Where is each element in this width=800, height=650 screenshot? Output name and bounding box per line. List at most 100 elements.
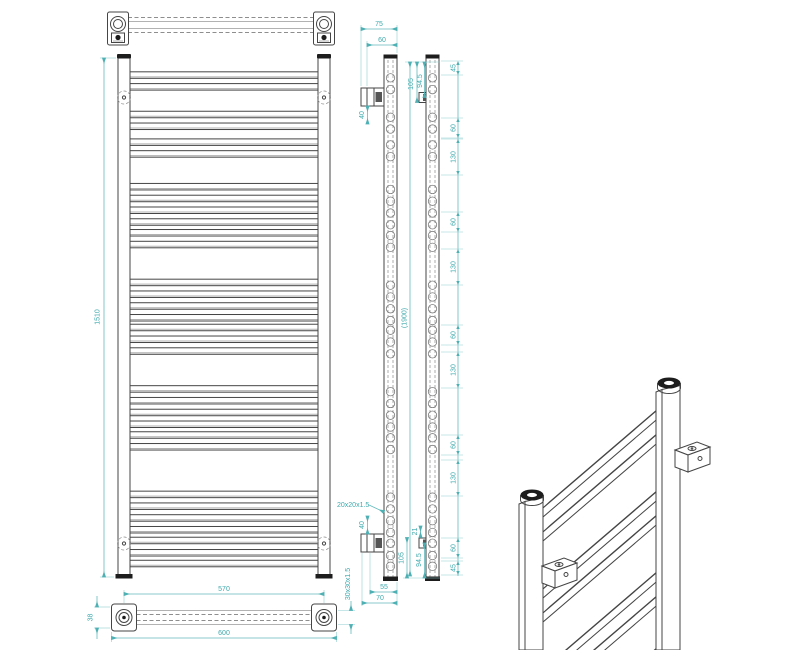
rung-section-circle (427, 444, 438, 455)
rung-spacing-dim-label: 130 (451, 472, 458, 484)
rung-section-circle (427, 73, 438, 83)
front-mount-holes (117, 90, 331, 551)
dim-arrow (456, 281, 460, 285)
side-a-bottom-bracket-offset: 40 (359, 515, 370, 535)
dim-arrow (456, 492, 460, 496)
dim-arrow (456, 118, 460, 122)
rung (129, 182, 319, 191)
rung-section-circle (427, 410, 438, 420)
dim-label-1510: 1510 (95, 309, 102, 325)
rung (129, 194, 319, 203)
rung (129, 110, 319, 119)
rung-section-circle (427, 230, 438, 241)
rung-spacing-dim-label: 45 (451, 564, 458, 572)
dim-label-105-top: 105 (408, 78, 415, 90)
front-height-dimension: 1510 (95, 57, 116, 578)
rung-section-circle (427, 492, 438, 502)
rung-spacing-dim-label: 130 (451, 261, 458, 273)
bottom-view: 570 600 38 30x30x1.5 (88, 568, 355, 642)
dim-label-60: 60 (378, 37, 386, 44)
rung-section-circle (427, 516, 438, 526)
dim-label-570: 570 (218, 586, 230, 593)
rung-section-circle (385, 196, 396, 206)
dim-label-105-bottom: 105 (399, 552, 406, 564)
rung-section-circle (385, 561, 396, 571)
rung-section-circle (385, 516, 396, 526)
rung-section-circle (385, 410, 396, 420)
rung-section-circle (427, 561, 438, 571)
isometric-view (518, 377, 712, 650)
top-view-left-bracket (107, 11, 129, 46)
rung-section-circle (385, 112, 396, 122)
left-post-foot (115, 574, 133, 579)
rung (129, 408, 319, 417)
bottom-inner-width-dimension: 570 (123, 586, 325, 603)
rung-section-circle (385, 504, 396, 514)
dim-arrow (456, 561, 460, 565)
dim-arrow (456, 554, 460, 558)
rung (129, 323, 319, 332)
rung-section-circle (427, 112, 438, 122)
iso-rung-front-face (542, 428, 663, 543)
dim-label-75: 75 (375, 21, 383, 28)
rung-section-circle (427, 208, 438, 218)
iso-left-bracket (540, 557, 579, 589)
rung-profile-leader: 20x20x1.5 (337, 502, 386, 515)
dim-arrow (456, 451, 460, 455)
right-post-cap (317, 54, 331, 59)
left-post-cap (117, 54, 131, 59)
rung (129, 431, 319, 439)
dim-arrow (456, 325, 460, 329)
dim-label-94-5-bottom: 94.5 (416, 553, 423, 567)
rung-section-circle (385, 315, 396, 326)
post-profile-dimension: 30x30x1.5 (338, 568, 355, 634)
side-a-tube-depth-dimension: 60 (366, 37, 398, 86)
rung-section-circle (385, 280, 396, 290)
side-b-cap (425, 54, 440, 59)
side-a-top-bracket-offset: 40 (359, 105, 370, 125)
rung-spacing-dim-label: 60 (451, 218, 458, 226)
side-a-bottom-dimensions: 55 70 (361, 553, 398, 606)
rung-section-circle (427, 196, 438, 206)
rung (129, 490, 319, 499)
rung (129, 502, 319, 510)
side-b-foot (425, 576, 440, 581)
side-a-total-depth-dimension: 75 (360, 21, 398, 86)
rung-section-circle (385, 85, 396, 95)
side-b-top-bracket (418, 92, 427, 103)
rung-section-circle (385, 337, 396, 347)
rung-spacing-dim-label: 60 (451, 124, 458, 132)
rung-spacing-dim-label: 60 (451, 331, 458, 339)
dim-label-40-bottom: 40 (359, 521, 366, 529)
iso-rung-front-face (542, 404, 663, 519)
bottom-depth-dimension: 38 (88, 596, 110, 639)
rung-section-circle (427, 527, 438, 538)
dim-label-55: 55 (380, 584, 388, 591)
rung-section-circle (427, 349, 438, 359)
rung-section-circle (385, 492, 396, 502)
rung-spacing-dim-label: 45 (451, 64, 458, 72)
rung (129, 218, 319, 226)
rung (129, 396, 319, 405)
bottom-view-left-bracket (111, 603, 137, 632)
dim-arrow (456, 134, 460, 138)
dim-label-30x30x15: 30x30x1.5 (345, 568, 352, 600)
dim-arrow (456, 71, 460, 75)
rung-section-circle (385, 230, 396, 241)
side-b-rung-sections (427, 73, 438, 571)
rung-section-circle (385, 387, 396, 397)
dim-arrow (456, 212, 460, 216)
dim-arrow (456, 249, 460, 253)
rung (129, 122, 319, 131)
rung-section-circle (427, 85, 438, 95)
rung-spacing-dim-label: 60 (451, 441, 458, 449)
rung-section-circle (427, 140, 438, 150)
rung (129, 549, 319, 557)
rung (129, 240, 319, 249)
dim-label-20x20x15: 20x20x1.5 (337, 502, 369, 509)
rung-section-circle (385, 242, 396, 252)
iso-right-bracket (673, 441, 712, 473)
side-a-foot (383, 576, 398, 581)
